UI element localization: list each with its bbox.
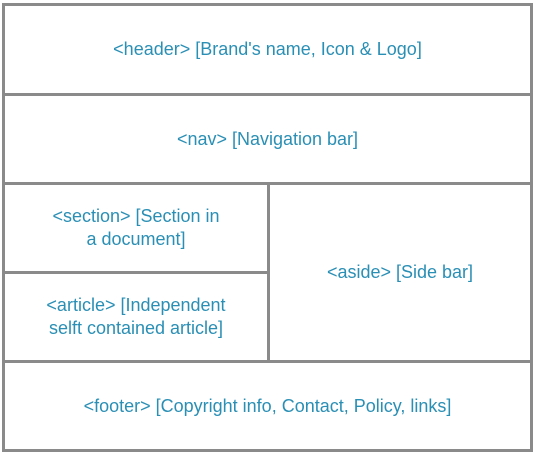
aside-label: <aside> [Side bar] [326,262,474,282]
article-block: <article> [Independent selft contained a… [2,271,270,363]
header-block: <header> [Brand's name, Icon & Logo] [2,3,533,96]
article-label: <article> [Independent selft contained a… [46,295,226,338]
nav-label: <nav> [Navigation bar] [176,128,359,149]
header-label: <header> [Brand's name, Icon & Logo] [113,39,422,59]
nav-block: <nav> [Navigation bar] [2,93,533,185]
section-block: <section> [Section in a document] [2,182,270,274]
section-label: <section> [Section in a document] [52,206,220,249]
aside-block: <aside> [Side bar] [267,182,533,363]
footer-label: <footer> [Copyright info, Contact, Polic… [83,395,452,416]
footer-block: <footer> [Copyright info, Contact, Polic… [2,360,533,452]
